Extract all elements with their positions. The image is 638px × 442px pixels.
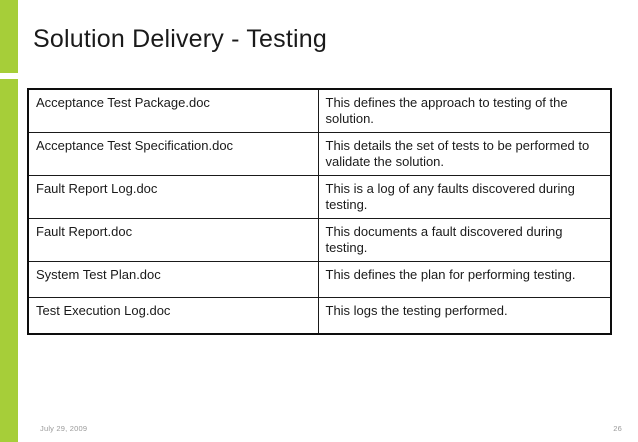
document-name: Test Execution Log.doc bbox=[27, 297, 319, 334]
document-description: This documents a fault discovered during… bbox=[317, 218, 612, 262]
document-description: This is a log of any faults discovered d… bbox=[317, 175, 612, 219]
footer-page-number: 26 bbox=[613, 424, 622, 433]
table-row: System Test Plan.doc This defines the pl… bbox=[27, 261, 612, 298]
document-description: This details the set of tests to be perf… bbox=[317, 132, 612, 176]
document-name: Acceptance Test Specification.doc bbox=[27, 132, 319, 176]
document-description: This logs the testing performed. bbox=[317, 297, 612, 334]
document-name: Acceptance Test Package.doc bbox=[27, 88, 319, 133]
page-title: Solution Delivery - Testing bbox=[33, 25, 327, 53]
table-row: Acceptance Test Specification.doc This d… bbox=[27, 132, 612, 176]
document-name: Fault Report Log.doc bbox=[27, 175, 319, 219]
table-row: Fault Report Log.doc This is a log of an… bbox=[27, 175, 612, 219]
footer-date: July 29, 2009 bbox=[40, 424, 88, 433]
table-row: Test Execution Log.doc This logs the tes… bbox=[27, 297, 612, 334]
document-description: This defines the plan for performing tes… bbox=[317, 261, 612, 298]
deliverables-table: Acceptance Test Package.doc This defines… bbox=[27, 88, 612, 335]
accent-bar-bottom bbox=[0, 79, 18, 442]
accent-bar-top bbox=[0, 0, 18, 73]
document-name: Fault Report.doc bbox=[27, 218, 319, 262]
document-description: This defines the approach to testing of … bbox=[317, 88, 612, 133]
document-name: System Test Plan.doc bbox=[27, 261, 319, 298]
table-row: Fault Report.doc This documents a fault … bbox=[27, 218, 612, 262]
table-row: Acceptance Test Package.doc This defines… bbox=[27, 88, 612, 133]
